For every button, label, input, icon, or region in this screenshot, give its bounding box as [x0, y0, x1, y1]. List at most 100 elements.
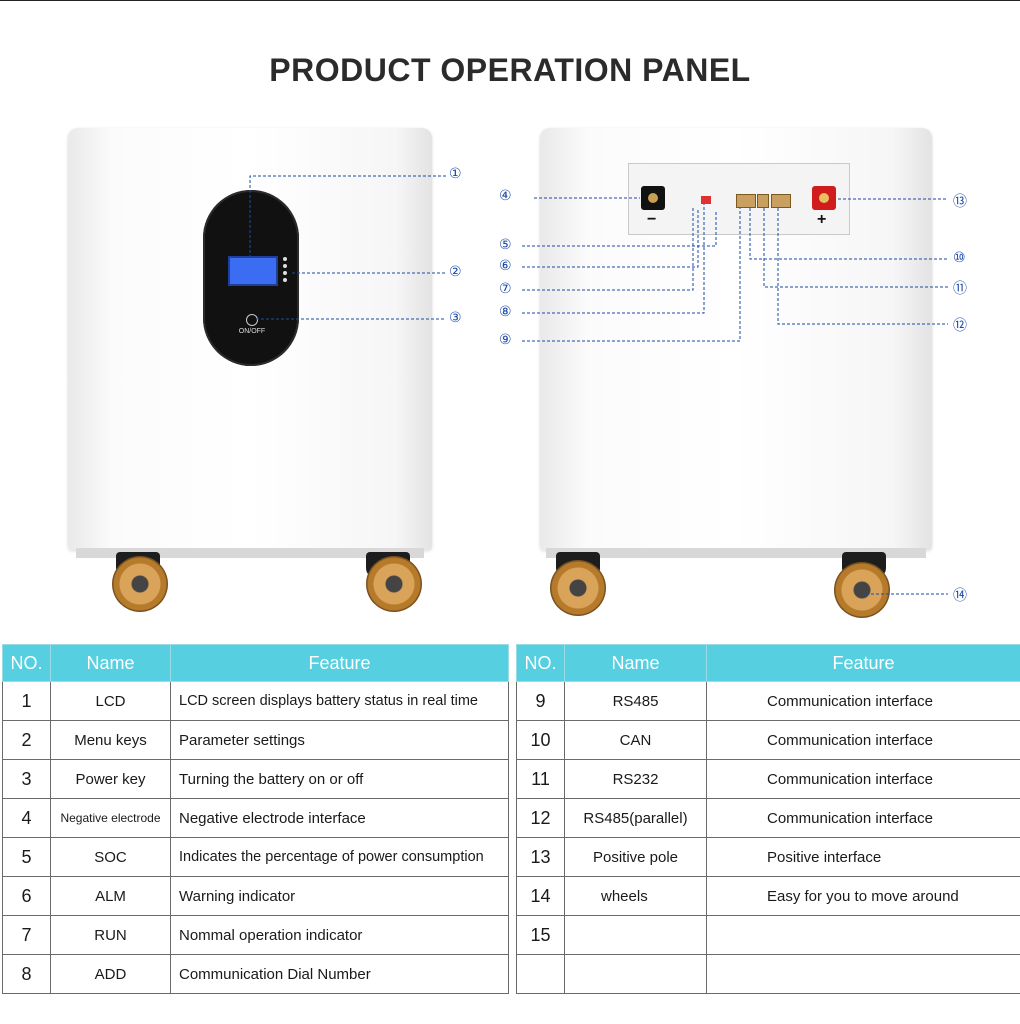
- front-left-wheel: [112, 556, 168, 612]
- cell-name: RS232: [564, 759, 707, 799]
- cell-name: RS485(parallel): [564, 798, 707, 838]
- callout-10: ⑩: [953, 250, 966, 266]
- table-row: 15: [516, 915, 1020, 955]
- cell-name: ALM: [50, 876, 171, 916]
- callout-1: ①: [449, 166, 462, 182]
- header-feature: Feature: [170, 644, 509, 682]
- header-no: NO.: [2, 644, 51, 682]
- header-no: NO.: [516, 644, 565, 682]
- cell-feature: LCD screen displays battery status in re…: [170, 681, 509, 721]
- rs485-port: [736, 194, 756, 208]
- menu-led-4: [283, 278, 287, 282]
- cell-feature: Communication interface: [706, 798, 1020, 838]
- callout-4: ④: [499, 188, 512, 204]
- cell-feature: Positive interface: [706, 837, 1020, 877]
- negative-sign: −: [647, 211, 657, 228]
- cell-no: 1: [2, 681, 51, 721]
- negative-terminal: [641, 186, 665, 210]
- cell-no: 9: [516, 681, 565, 721]
- positive-sign: +: [817, 211, 827, 228]
- lcd-screen: [228, 256, 278, 286]
- cell-name: ADD: [50, 954, 171, 994]
- power-label: ON/OFF: [238, 328, 266, 335]
- header-feature: Feature: [706, 644, 1020, 682]
- cell-name: RS485: [564, 681, 707, 721]
- cell-no: 5: [2, 837, 51, 877]
- cell-name: CAN: [564, 720, 707, 760]
- page-title: PRODUCT OPERATION PANEL: [269, 52, 751, 88]
- cell-feature: Negative electrode interface: [170, 798, 509, 838]
- cell-no: 6: [2, 876, 51, 916]
- cell-no: 12: [516, 798, 565, 838]
- positive-terminal: [812, 186, 836, 210]
- menu-led-2: [283, 264, 287, 268]
- cell-feature: Easy for you to move around: [706, 876, 1020, 916]
- cell-feature: Indicates the percentage of power consum…: [170, 837, 509, 877]
- cell-no: 4: [2, 798, 51, 838]
- cell-feature: [706, 915, 1020, 955]
- cell-name: RUN: [50, 915, 171, 955]
- cell-name: wheels: [564, 876, 707, 916]
- top-rule: [0, 0, 1020, 1]
- front-base: [76, 548, 424, 558]
- cell-name: Negative electrode: [50, 798, 171, 838]
- cell-no: 15: [516, 915, 565, 955]
- cell-name: [564, 915, 707, 955]
- cell-no: [516, 954, 565, 994]
- back-left-wheel: [550, 560, 606, 616]
- cell-no: 7: [2, 915, 51, 955]
- cell-feature: [706, 954, 1020, 994]
- cell-no: 10: [516, 720, 565, 760]
- cell-name: Menu keys: [50, 720, 171, 760]
- header-name: Name: [50, 644, 171, 682]
- cell-feature: Nommal operation indicator: [170, 915, 509, 955]
- dip-switch: [701, 196, 711, 204]
- cell-feature: Communication interface: [706, 720, 1020, 760]
- cell-feature: Turning the battery on or off: [170, 759, 509, 799]
- cell-feature: Parameter settings: [170, 720, 509, 760]
- cell-no: 2: [2, 720, 51, 760]
- power-button-icon: [246, 314, 258, 326]
- menu-led-3: [283, 271, 287, 275]
- callout-9: ⑨: [499, 332, 512, 348]
- menu-led-1: [283, 257, 287, 261]
- table-header-row: NO. Name Feature: [2, 644, 509, 682]
- callout-7: ⑦: [499, 281, 512, 297]
- back-right-wheel: [834, 562, 890, 618]
- callout-5: ⑤: [499, 237, 512, 253]
- cell-name: Power key: [50, 759, 171, 799]
- callout-leaders: [249, 175, 948, 595]
- front-right-wheel: [366, 556, 422, 612]
- callout-11: ⑪: [953, 281, 967, 297]
- cell-no: 13: [516, 837, 565, 877]
- table-header-row: NO. Name Feature: [516, 644, 1020, 682]
- cell-no: 3: [2, 759, 51, 799]
- rs232-port: [771, 194, 791, 208]
- callout-6: ⑥: [499, 258, 512, 274]
- callout-12: ⑫: [953, 318, 967, 334]
- cell-feature: Warning indicator: [170, 876, 509, 916]
- cell-name: SOC: [50, 837, 171, 877]
- cell-no: 11: [516, 759, 565, 799]
- back-base: [546, 548, 926, 558]
- callout-14: ⑭: [953, 588, 967, 604]
- header-name: Name: [564, 644, 707, 682]
- cell-feature: Communication interface: [706, 759, 1020, 799]
- cell-no: 8: [2, 954, 51, 994]
